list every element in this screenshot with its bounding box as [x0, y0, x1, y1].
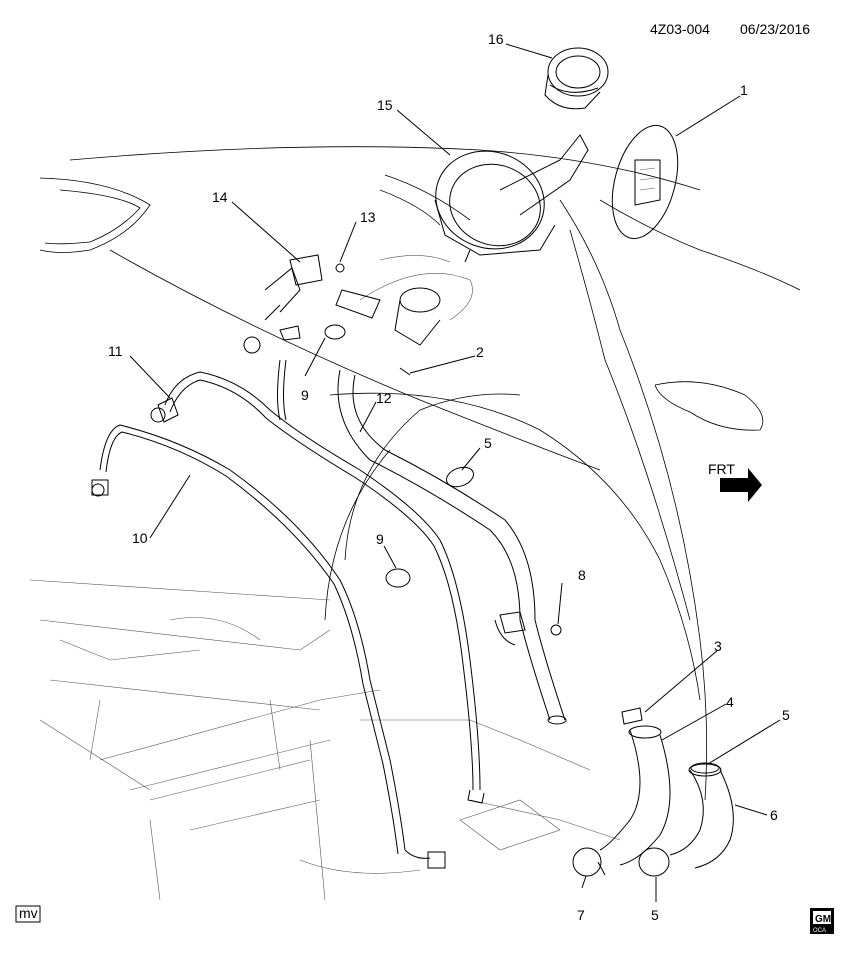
filler-pipe: [337, 369, 567, 725]
gm-logo: GM OCA: [810, 908, 834, 934]
callout-10: 10: [132, 530, 148, 546]
small-parts: [324, 263, 720, 877]
gm-logo-text: GM: [815, 914, 831, 925]
callout-5-upper-seal: 5: [782, 707, 790, 723]
callout-13: 13: [360, 209, 376, 225]
callout-6: 6: [770, 807, 778, 823]
front-label: FRT: [708, 461, 735, 477]
fuel-cap: [544, 47, 609, 110]
callout-14: 14: [212, 189, 228, 205]
vent-pipe: [150, 371, 485, 804]
mv-tag: mv: [15, 905, 41, 923]
callout-3: 3: [714, 638, 722, 654]
fuel-door-housing: [394, 134, 589, 346]
callout-16: 16: [488, 31, 504, 47]
diagram-date: 06/23/2016: [740, 21, 810, 37]
vapor-line: [91, 359, 446, 869]
fill-hose: [599, 725, 671, 866]
callout-11: 11: [108, 343, 123, 359]
vent-hose: [669, 763, 734, 869]
mv-tag-text: mv: [19, 905, 38, 921]
callout-15: 15: [377, 97, 393, 113]
vent-valve: [243, 254, 323, 354]
callout-7: 7: [577, 907, 585, 923]
callout-12: 12: [376, 390, 392, 406]
vehicle-body: [39, 146, 801, 801]
underbody-floor: [29, 579, 621, 901]
callout-labels: 1 2 3 4 5 5 5 6 7 8 9 9 10 11 12 13 14 1…: [108, 31, 790, 923]
callout-9-upper: 9: [301, 387, 309, 403]
diagram-code: 4Z03-004: [650, 21, 710, 37]
callout-4: 4: [726, 694, 734, 710]
fuel-door: [611, 124, 679, 240]
callout-9-lower: 9: [376, 531, 384, 547]
callout-5-gasket: 5: [484, 435, 492, 451]
callout-5-lower-seal: 5: [651, 907, 659, 923]
callout-8: 8: [578, 567, 586, 583]
callout-2: 2: [476, 344, 484, 360]
callout-1: 1: [740, 82, 748, 98]
leader-lines: [129, 43, 781, 902]
gm-logo-subtext: OCA: [813, 928, 826, 934]
front-direction-arrow: FRT: [708, 461, 762, 502]
